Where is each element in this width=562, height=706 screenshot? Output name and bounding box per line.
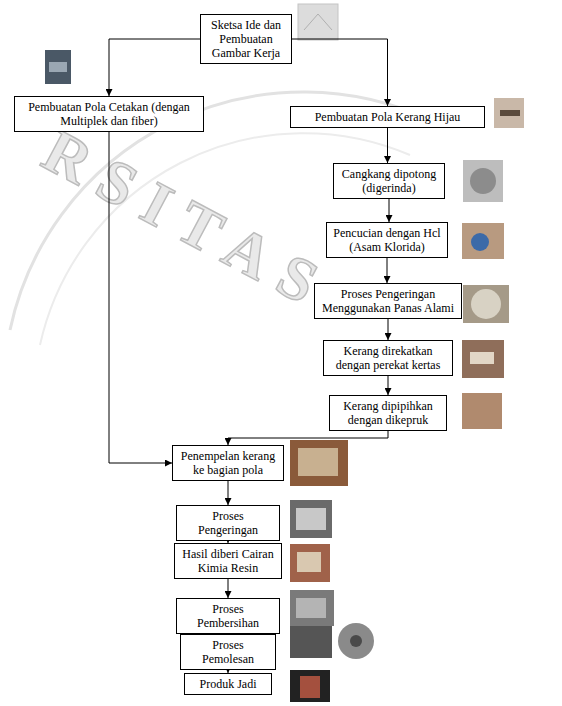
- polishing-photo: [290, 626, 332, 658]
- step-text: Produk Jadi: [189, 677, 267, 691]
- cleaning-photo: [296, 598, 326, 618]
- shell-photo: [500, 110, 520, 116]
- process-box: Penempelan kerang ke bagian pola: [172, 445, 284, 481]
- drying-photo: [290, 500, 332, 538]
- sketch-photo: [298, 4, 338, 40]
- drying-photo: [296, 508, 326, 530]
- flow-arrow: [389, 199, 390, 222]
- flow-arrow: [387, 258, 388, 283]
- step-text: Kerang dipipihkan dengan dikepruk: [334, 399, 442, 427]
- process-box: Produk Jadi: [184, 673, 272, 695]
- flow-arrow: [109, 132, 172, 463]
- step-text: Pembuatan Pola Kerang Hijau: [295, 110, 480, 124]
- step-text: Proses Pengeringan: [181, 509, 275, 537]
- process-box: Proses Pengeringan Menggunakan Panas Ala…: [314, 283, 462, 319]
- process-box: Hasil diberi Cairan Kimia Resin: [174, 543, 282, 579]
- washing-photo: [471, 233, 489, 251]
- cleaning-photo: [290, 590, 334, 626]
- process-box: Pembuatan Pola Cetakan (dengan Multiplek…: [14, 96, 204, 132]
- flow-arrow: [228, 579, 229, 598]
- shell-photo: [494, 98, 524, 128]
- mould-photo: [49, 62, 67, 72]
- flow-arrow: [228, 431, 388, 445]
- drying-photo: [463, 285, 509, 323]
- gluing-photo: [462, 340, 504, 378]
- step-text: Pencucian dengan Hcl (Asam Klorida): [331, 226, 443, 254]
- drying-photo: [471, 289, 501, 319]
- step-text: Sketsa Ide dan Pembuatan Gambar Kerja: [205, 18, 287, 60]
- flow-arrow: [388, 376, 389, 395]
- step-text: Proses Pembersihan: [181, 602, 275, 630]
- gluing-photo: [470, 352, 494, 364]
- crushing-photo: [462, 393, 502, 429]
- step-text: Kerang direkatkan dengan perekat kertas: [328, 344, 448, 372]
- attaching-photo: [298, 448, 338, 476]
- process-box: Pembuatan Pola Kerang Hijau: [290, 106, 485, 128]
- step-text: Pembuatan Pola Cetakan (dengan Multiplek…: [19, 100, 199, 128]
- process-box: Cangkang dipotong (digerinda): [333, 163, 445, 199]
- sketch-photo: [304, 14, 332, 30]
- process-box: Proses Pengeringan: [176, 505, 280, 541]
- process-box: Kerang dipipihkan dengan dikepruk: [329, 395, 447, 431]
- polishing-wheel-photo: [350, 635, 362, 647]
- process-box: Pencucian dengan Hcl (Asam Klorida): [326, 222, 448, 258]
- flow-arrow: [228, 481, 229, 505]
- product-photo: [290, 670, 330, 702]
- resin-photo: [297, 552, 321, 572]
- step-text: Proses Pengeringan Menggunakan Panas Ala…: [319, 287, 457, 315]
- step-text: Proses Pemolesan: [185, 638, 271, 666]
- flow-arrow: [388, 319, 389, 340]
- washing-photo: [462, 223, 504, 259]
- polishing-wheel-photo: [338, 623, 374, 659]
- process-box: Kerang direkatkan dengan perekat kertas: [323, 340, 453, 376]
- start-box: Sketsa Ide dan Pembuatan Gambar Kerja: [200, 14, 292, 64]
- flow-arrow: [292, 39, 388, 106]
- grinding-photo: [463, 160, 503, 202]
- mould-photo: [45, 50, 71, 84]
- resin-photo: [290, 544, 330, 582]
- step-text: Cangkang dipotong (digerinda): [338, 167, 440, 195]
- grinding-photo: [470, 168, 496, 194]
- step-text: Hasil diberi Cairan Kimia Resin: [179, 547, 277, 575]
- product-photo: [300, 676, 320, 698]
- step-text: Penempelan kerang ke bagian pola: [177, 449, 279, 477]
- flow-arrow: [109, 39, 200, 96]
- attaching-photo: [290, 440, 348, 486]
- watermark: RSITAS: [32, 115, 343, 325]
- process-box: Proses Pemolesan: [180, 634, 276, 670]
- flow-arrow: [387, 128, 388, 163]
- process-box: Proses Pembersihan: [176, 598, 280, 634]
